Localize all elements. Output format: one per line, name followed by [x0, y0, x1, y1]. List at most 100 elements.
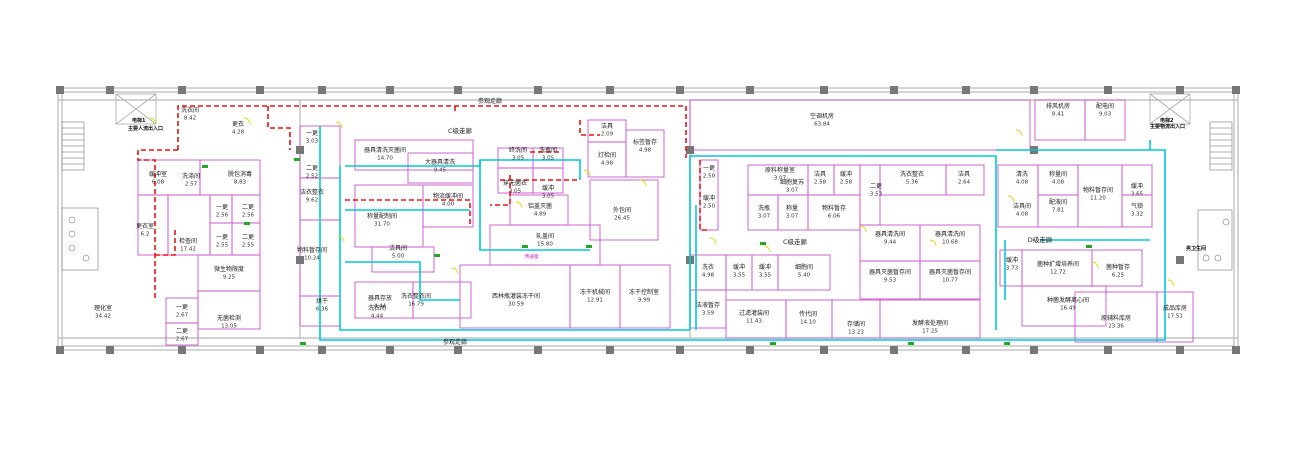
room-area-r41: 4.98 — [639, 148, 652, 154]
room-area-r56: 4.08 — [1052, 180, 1065, 186]
room-name-r15: 二更 — [176, 328, 188, 335]
room-name-r30: 终洗间 — [509, 146, 527, 154]
room-area-r01: 8.42 — [184, 116, 196, 122]
room-area-r03: 6.08 — [152, 180, 165, 186]
room-area-r29: 6.36 — [316, 307, 329, 313]
room-name-r79: 菌种扩增培养间 — [1037, 260, 1079, 268]
room-name-r77: 发酵液处理间 — [912, 319, 948, 327]
toilet-right — [1197, 209, 1233, 271]
room-name-r04: 洗涤间 — [182, 172, 200, 180]
corridor-grade-c-left-label: C级走廊 — [448, 126, 473, 135]
room-name-r55: 清洗 — [1016, 170, 1028, 178]
room-area-r71: 3.55 — [759, 273, 772, 279]
corridor-grade-d-label: D级走廊 — [1028, 235, 1053, 244]
stair-right — [1209, 121, 1233, 171]
building-columns — [56, 86, 1240, 354]
room-area-r48: 3.07 — [774, 176, 787, 182]
room-area-r36: 30.59 — [508, 302, 524, 308]
room-name-r72: 细胞间 — [795, 263, 813, 271]
room-area-r59: 3.32 — [1131, 212, 1143, 218]
room-area-r55: 4.08 — [1016, 180, 1029, 186]
room-area-r31: 3.05 — [542, 156, 555, 162]
room-name-r75: 传代间 — [799, 310, 817, 318]
door-symbols — [149, 117, 1175, 287]
room-area-r66: 10.68 — [942, 240, 958, 246]
room-name-r34: 铝盖灭菌 — [528, 202, 552, 210]
room-name-r50: 洁具 — [814, 170, 826, 178]
room-name-r23: 称量配制间 — [367, 212, 397, 220]
room-area-r09: 17.42 — [180, 247, 196, 253]
elevator-2-shaft — [1149, 93, 1191, 125]
room-area-r13: 13.05 — [221, 324, 237, 330]
room-name-r26: 器具存放 — [368, 294, 392, 302]
room-area-r42: 26.45 — [614, 216, 630, 222]
room-name-r51: 缓冲 — [840, 170, 852, 178]
room-name-r57: 物料暂存间 — [1083, 186, 1113, 194]
room-name-r67: 器具灭菌暂存间 — [869, 268, 911, 276]
corridor-south-label: 参观走廊 — [443, 338, 467, 346]
room-area-r07: 2.56 — [216, 213, 229, 219]
material-flow-route — [137, 105, 710, 300]
room-area-r06: 6.2 — [141, 232, 150, 238]
room-area-r47: 2.50 — [703, 204, 716, 210]
room-area-r53: 5.36 — [906, 180, 919, 186]
room-name-r25: 洁具间 — [389, 244, 407, 252]
room-area-r21: 14.70 — [377, 156, 393, 162]
room-name-r07: 一更 — [216, 204, 228, 211]
room-name-r48: 原料称量室 — [765, 166, 795, 174]
room-area-r23: 31.70 — [374, 222, 390, 228]
room-name-r10: 一更 — [216, 234, 228, 241]
room-name-r71: 缓冲 — [759, 263, 771, 271]
room-area-r60: 3.07 — [758, 214, 771, 220]
room-area-r38: 9.99 — [638, 298, 651, 304]
room-name-r32: 穿无菌衣 — [503, 179, 527, 187]
side-toilet-label: 男卫生间 — [1185, 245, 1206, 252]
room-name-r33: 缓冲 — [542, 184, 554, 192]
room-name-r76: 存储间 — [847, 320, 865, 328]
room-area-r72: 5.40 — [798, 273, 811, 279]
room-name-r18: 二更 — [306, 165, 318, 172]
room-name-r61: 称量 — [786, 204, 798, 212]
room-area-r73: 3.59 — [702, 311, 715, 317]
room-area-r76: 13.23 — [848, 330, 864, 336]
room-name-r82: 原辅料库房 — [1101, 314, 1131, 322]
room-area-r78: 3.73 — [1006, 266, 1019, 272]
room-area-r65: 9.44 — [884, 240, 897, 246]
room-area-r18: 2.52 — [306, 174, 318, 180]
room-name-r13: 无菌检测 — [217, 314, 241, 322]
room-area-r35: 15.80 — [537, 242, 553, 248]
room-name-r54: 洁具 — [958, 170, 970, 178]
room-name-r53: 洗衣整衣 — [900, 170, 924, 178]
room-name-r65: 器具清洗间 — [875, 230, 905, 238]
room-area-r74: 11.43 — [746, 319, 762, 325]
room-name-r24: 物流缓冲间 — [433, 192, 463, 200]
elevator-1-label: 电梯1 — [132, 117, 146, 124]
room-name-r45: 配电间 — [1096, 102, 1114, 110]
room-name-r09: 检查间 — [179, 237, 197, 245]
room-area-r05: 8.83 — [234, 180, 247, 186]
room-name-r12: 微生物限度 — [214, 265, 244, 273]
room-area-r68: 10.77 — [942, 278, 958, 284]
room-area-r49: 3.07 — [786, 188, 799, 194]
room-area-r43: 63.84 — [814, 122, 830, 128]
room-name-r81: 种菌发酵离心间 — [1047, 296, 1089, 304]
room-name-r36: 西林瓶灌装冻干间 — [492, 292, 540, 300]
room-area-r27: 4.44 — [371, 314, 384, 320]
room-name-r17: 一更 — [306, 130, 318, 137]
room-name-r41: 标签暂存 — [633, 138, 657, 146]
room-name-r43: 空调机房 — [810, 112, 834, 120]
room-name-r42: 外包间 — [613, 206, 631, 214]
room-area-r50: 2.58 — [814, 180, 827, 186]
room-name-r70: 缓冲 — [733, 263, 745, 271]
room-area-r69: 4.98 — [702, 273, 715, 279]
personnel-flow-route — [319, 126, 1166, 341]
room-name-r69: 洗衣 — [702, 263, 714, 271]
room-area-r57: 11.20 — [1090, 196, 1106, 202]
room-name-r01: 洗衣间 — [181, 106, 199, 114]
room-area-r52: 3.53 — [870, 192, 883, 198]
room-area-r24: 4.00 — [442, 202, 455, 208]
stair-left — [61, 121, 85, 171]
room-area-r04: 2.57 — [185, 182, 198, 188]
elevator-1-note: 主要人流出入口 — [128, 125, 163, 132]
